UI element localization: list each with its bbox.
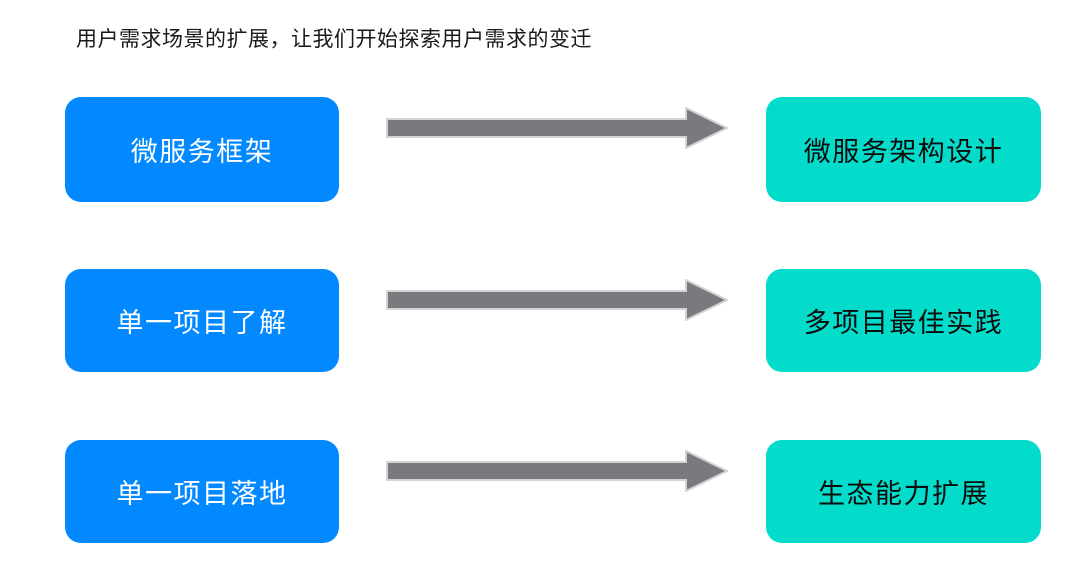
source-box-label: 单一项目落地: [116, 479, 288, 509]
target-box-label: 生态能力扩展: [818, 479, 989, 509]
target-box-label: 多项目最佳实践: [803, 308, 1004, 338]
source-box[interactable]: 微服务框架: [65, 97, 339, 202]
transition-row: 单一项目落地 生态能力扩展: [0, 440, 1080, 546]
target-box[interactable]: 多项目最佳实践: [766, 269, 1041, 372]
source-box[interactable]: 单一项目落地: [65, 440, 339, 543]
source-box-label: 单一项目了解: [116, 308, 288, 338]
page-title: 用户需求场景的扩展，让我们开始探索用户需求的变迁: [76, 28, 592, 51]
target-box-label: 微服务架构设计: [803, 137, 1004, 167]
right-block-arrow-icon: [386, 279, 728, 321]
target-box[interactable]: 生态能力扩展: [766, 440, 1041, 543]
source-box-label: 微服务框架: [130, 137, 274, 167]
source-box[interactable]: 单一项目了解: [65, 269, 339, 372]
transition-row: 单一项目了解 多项目最佳实践: [0, 269, 1080, 375]
right-block-arrow-icon: [386, 450, 728, 492]
transition-row: 微服务框架 微服务架构设计: [0, 97, 1080, 203]
target-box[interactable]: 微服务架构设计: [766, 97, 1041, 202]
right-block-arrow-icon: [386, 107, 728, 149]
